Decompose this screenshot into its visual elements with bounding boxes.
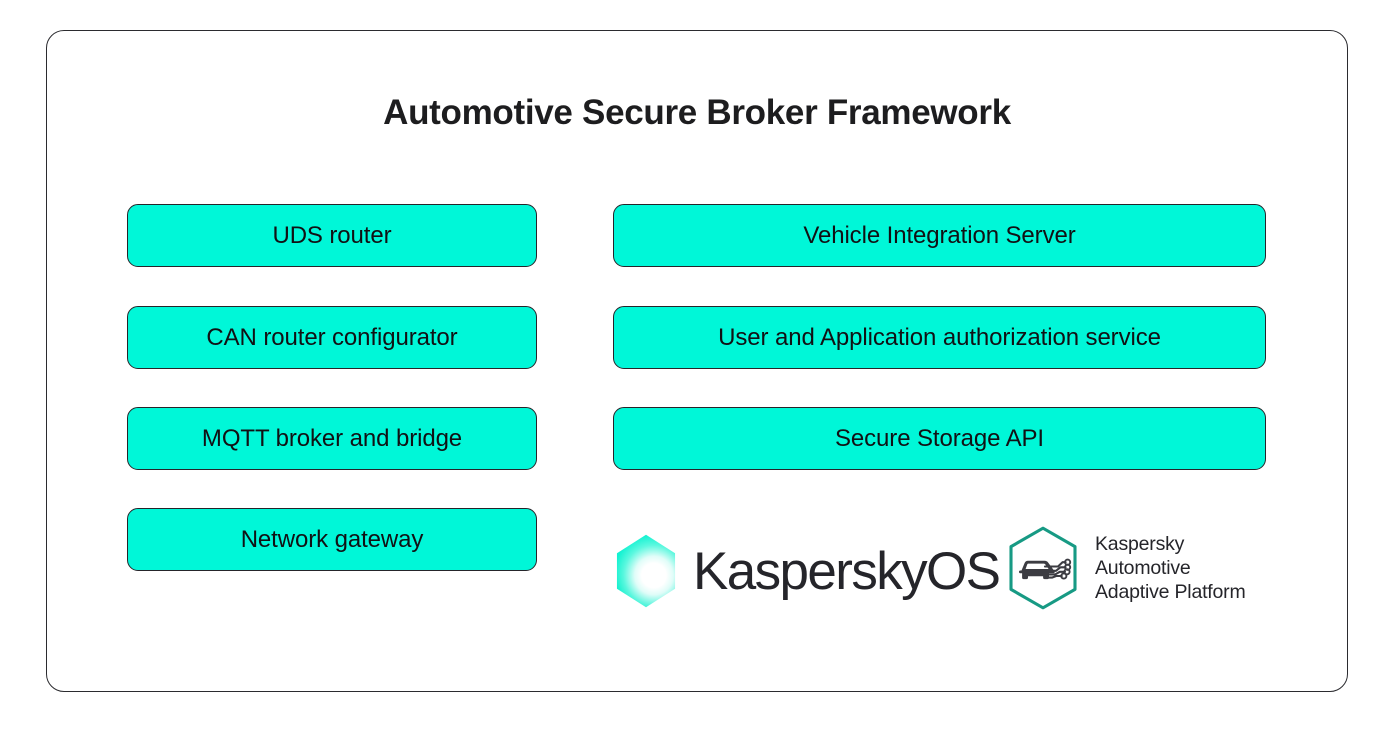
module-label: User and Application authorization servi… bbox=[718, 323, 1161, 351]
module-box-uds-router[interactable]: UDS router bbox=[127, 204, 537, 267]
module-label: CAN router configurator bbox=[206, 323, 458, 351]
kasperskyos-logo: KasperskyOS bbox=[613, 526, 1001, 616]
badge-line-3: Adaptive Platform bbox=[1095, 581, 1246, 603]
module-label: UDS router bbox=[272, 221, 392, 249]
module-box-mqtt-broker-and-bridge[interactable]: MQTT broker and bridge bbox=[127, 407, 537, 470]
badge-line-1: Kaspersky bbox=[1095, 533, 1185, 555]
module-label: Vehicle Integration Server bbox=[803, 221, 1076, 249]
page-title: Automotive Secure Broker Framework bbox=[383, 93, 1011, 132]
module-box-network-gateway[interactable]: Network gateway bbox=[127, 508, 537, 571]
automotive-adaptive-platform-logo: Kaspersky Automotive Adaptive Platform bbox=[1004, 520, 1246, 616]
automotive-adaptive-platform-wordmark: Kaspersky Automotive Adaptive Platform bbox=[1095, 532, 1246, 604]
car-circuit-hexagon-icon bbox=[1004, 525, 1082, 611]
module-box-user-and-application-authorization-service[interactable]: User and Application authorization servi… bbox=[613, 306, 1266, 369]
module-label: MQTT broker and bridge bbox=[201, 424, 463, 452]
module-box-can-router-configurator[interactable]: CAN router configurator bbox=[127, 306, 537, 369]
kasperskyos-wordmark: KasperskyOS bbox=[693, 541, 1001, 601]
module-label: Network gateway bbox=[240, 525, 424, 553]
framework-diagram-card: Automotive Secure Broker Framework UDS r… bbox=[46, 30, 1348, 692]
badge-line-2: Automotive bbox=[1095, 557, 1191, 579]
module-label: Secure Storage API bbox=[835, 424, 1044, 452]
module-box-vehicle-integration-server[interactable]: Vehicle Integration Server bbox=[613, 204, 1266, 267]
module-box-secure-storage-api[interactable]: Secure Storage API bbox=[613, 407, 1266, 470]
kasperskyos-hexagon-icon bbox=[613, 534, 679, 608]
